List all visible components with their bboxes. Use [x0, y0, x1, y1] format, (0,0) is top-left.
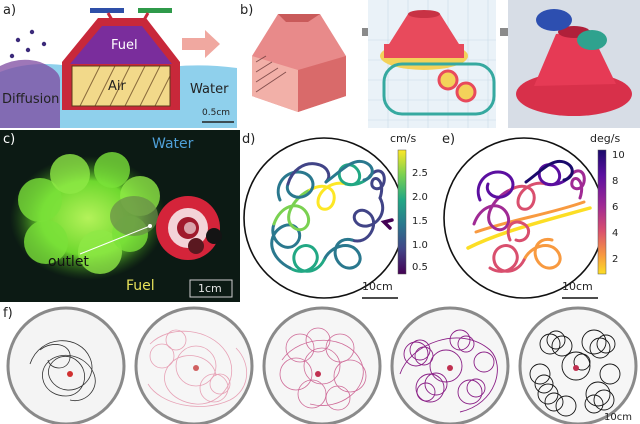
scale-label: 10cm [604, 412, 632, 423]
motion-arrow [182, 30, 220, 58]
water-label: Water [190, 82, 229, 97]
panel-label: a) [3, 3, 17, 18]
panel-a: a) Fuel Air Water Diffusion 0.5cm [0, 0, 237, 128]
colorbar [397, 149, 407, 275]
colorbar-tick: 1.0 [412, 240, 428, 251]
fluorescent-plume [10, 152, 166, 280]
panel-label: c) [3, 132, 16, 147]
cap-right [138, 8, 172, 13]
panel-label: b) [240, 3, 254, 18]
colorbar [597, 149, 607, 275]
cap-right-stem [142, 12, 150, 21]
panel-b-renders [238, 0, 640, 128]
scale-label: 10cm [562, 280, 593, 293]
colorbar-tick: 2.0 [412, 192, 428, 203]
fuel-chamber [70, 26, 172, 64]
diffusion-dot [41, 41, 47, 47]
diffusion-dot [29, 29, 35, 35]
colorbar-tick: 1.5 [412, 216, 428, 227]
colorbar-tick: 2 [612, 254, 619, 265]
air-label: Air [108, 79, 126, 94]
outlet-pointer [79, 225, 151, 255]
panel-f-photos [6, 306, 638, 424]
cutaway-model [252, 14, 346, 112]
arena-photo-1 [6, 306, 126, 424]
panel-label: f) [3, 306, 13, 321]
colorbar-tick: 2.5 [412, 168, 428, 179]
outlet-pointer-dot [148, 224, 152, 228]
finished-boat [516, 9, 632, 116]
panel-e-trajectory [443, 137, 607, 299]
panel-label: d) [242, 132, 256, 147]
arena-photo-4 [390, 306, 510, 424]
trajectory [466, 159, 592, 273]
colorbar-tick: 0.5 [412, 262, 428, 273]
diffusion-plume [0, 59, 60, 128]
colorbar-tick: 8 [612, 176, 619, 187]
panel-label: e) [442, 132, 456, 147]
cap-left-stem [106, 12, 114, 21]
colorbar-tick: 6 [612, 202, 619, 213]
diffusion-dot [9, 53, 15, 59]
outlet-label: outlet [48, 254, 89, 270]
panel-c-photo [0, 130, 240, 302]
boat-topview [156, 196, 222, 260]
panel-b: b) [238, 0, 640, 128]
trajectory [270, 159, 394, 273]
cap-left [90, 8, 124, 13]
colorbar-tick: 4 [612, 228, 619, 239]
diffusion-dot [25, 47, 31, 53]
arena-photo-2 [134, 306, 254, 424]
diffusion-label: Diffusion [2, 92, 60, 107]
panel-d-trajectory [243, 137, 407, 299]
panel-e: e) deg/s 10 8 6 4 2 10cm [440, 128, 640, 304]
printed-model [380, 10, 496, 116]
panel-a-diagram [0, 8, 237, 128]
scale-box [189, 279, 233, 298]
colorbar-unit: deg/s [590, 132, 621, 145]
scale-label: 1cm [198, 282, 222, 295]
air-chamber [71, 65, 171, 107]
panel-f: f) 10cm [0, 304, 640, 424]
air-hatching [79, 65, 171, 107]
scale-label: 10cm [362, 280, 393, 293]
water-label: Water [152, 136, 194, 152]
colorbar-unit: cm/s [390, 132, 417, 145]
fuel-label: Fuel [111, 38, 138, 53]
colorbar-tick: 10 [612, 150, 625, 161]
panel-c: c) Water outlet Fuel 1cm [0, 130, 240, 302]
panel-d: d) cm/s 2.5 2.0 1.5 1.0 0.5 10cm [240, 128, 440, 304]
scale-label: 0.5cm [202, 108, 231, 118]
arena-photo-5 [518, 306, 638, 424]
diffusion-dot [15, 37, 21, 43]
arena-photo-3 [262, 306, 382, 424]
fuel-label: Fuel [126, 278, 155, 294]
